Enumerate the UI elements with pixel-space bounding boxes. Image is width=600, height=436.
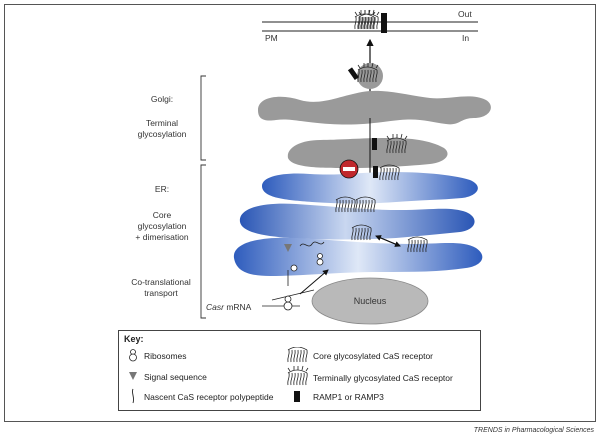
golgi-ramp-icon <box>372 138 377 150</box>
mrna-and-ribosomes <box>262 244 329 311</box>
golgi-bracket <box>200 75 206 161</box>
stop-sign-icon <box>339 159 359 179</box>
key-item-ramp: RAMP1 or RAMP3 <box>313 392 384 402</box>
label-out: Out <box>458 9 472 19</box>
signal-sequence-marker <box>284 244 292 252</box>
label-mrna: mRNA <box>223 302 252 312</box>
key-item-signal-sequence: Signal sequence <box>144 372 207 382</box>
label-glycosylation: glycosylation <box>137 129 187 139</box>
key-item-core-receptor: Core glycosylated CaS receptor <box>313 351 434 361</box>
surface-ramp-icon <box>381 13 387 33</box>
key-item-terminal-receptor: Terminally glycosylated CaS receptor <box>313 373 453 383</box>
key-title: Key: <box>124 334 144 344</box>
label-casr-mrna: Casr mRNA <box>206 302 251 313</box>
label-core-glycosylation: glycosylation <box>137 221 187 231</box>
label-terminal: Terminal <box>145 118 179 128</box>
key-box: Key: Ribosomes Signal sequence Nascent C… <box>118 330 481 411</box>
label-transport: transport <box>144 288 178 298</box>
ribosome-icon <box>129 349 137 362</box>
er-bracket <box>200 164 206 319</box>
label-golgi: Golgi: <box>150 94 174 104</box>
er-cisterna-1 <box>262 172 478 204</box>
golgi-cisterna-upper <box>258 90 491 125</box>
label-core: Core <box>152 210 172 220</box>
label-casr: Casr <box>206 302 224 312</box>
label-pm: PM <box>265 33 278 43</box>
key-item-ribosomes: Ribosomes <box>144 351 187 361</box>
label-nucleus: Nucleus <box>353 296 387 306</box>
figure-credit: TRENDS in Pharmacological Sciences <box>473 427 594 434</box>
core-receptor-icon <box>287 347 308 363</box>
terminal-receptor-icon <box>287 365 309 387</box>
er-cisterna-2 <box>239 203 475 240</box>
er-ramp-icon <box>373 166 378 178</box>
label-er: ER: <box>154 184 170 194</box>
figure-frame <box>4 4 596 422</box>
er-cisterna-3 <box>233 237 483 276</box>
nascent-polypeptide-icon <box>299 241 325 247</box>
nascent-polypeptide-icon-key <box>131 388 135 404</box>
golgi-cisterna-lower <box>287 138 448 168</box>
ramp-icon <box>294 391 300 402</box>
label-cotranslational: Co-translational <box>131 277 191 287</box>
label-in: In <box>462 33 470 43</box>
transport-vesicle <box>347 63 383 89</box>
label-dimerisation: + dimerisation <box>135 232 189 242</box>
key-item-nascent-polypeptide: Nascent CaS receptor polypeptide <box>144 392 274 402</box>
signal-sequence-icon <box>129 372 137 380</box>
nucleus <box>311 277 429 325</box>
plasma-membrane <box>262 21 478 32</box>
surface-receptor-icon <box>355 10 379 29</box>
